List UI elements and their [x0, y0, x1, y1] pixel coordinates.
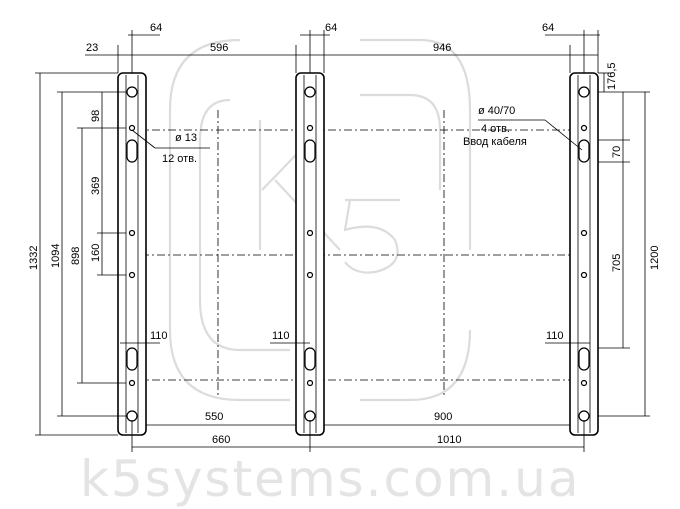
callout-small-hole [131, 129, 210, 149]
dim-bottom-1010: 1010 [437, 434, 461, 446]
beam-left [117, 72, 147, 436]
dim-seg-369: 369 [90, 177, 102, 195]
dim-110-left: 110 [150, 330, 168, 342]
note-hole-small: ø 13 [175, 132, 197, 144]
dim-top-width-1: 64 [150, 22, 162, 34]
dim-height-1094: 1094 [50, 244, 62, 268]
centerlines [120, 110, 600, 395]
dim-height-total: 1332 [28, 246, 40, 270]
dim-110-middle: 110 [272, 330, 290, 342]
dim-110-right: 110 [546, 330, 564, 342]
left-dimensions [35, 72, 126, 436]
dim-top-width-3: 64 [542, 22, 554, 34]
dim-top-offset: 23 [86, 42, 98, 54]
watermark-url: k5systems.com.ua [80, 450, 580, 508]
dim-top-span-2: 946 [433, 42, 451, 54]
callout-large-hole [478, 119, 583, 151]
dim-seg-1200: 1200 [649, 246, 661, 270]
note-hole-large-purpose: Ввод кабеля [463, 136, 527, 148]
dim-bottom-900: 900 [434, 411, 452, 423]
right-dimensions [598, 72, 650, 417]
dim-seg-70: 70 [611, 146, 623, 158]
dim-top-width-2: 64 [325, 22, 337, 34]
dim-bottom-550: 550 [205, 411, 223, 423]
beam-right [569, 72, 599, 436]
note-hole-large: ø 40/70 [478, 105, 515, 117]
note-hole-large-count: 4 отв. [481, 123, 510, 135]
beam-middle [295, 72, 325, 436]
dim-seg-705: 705 [611, 254, 623, 272]
dim-seg-160: 160 [90, 244, 102, 262]
bottom-dimensions [131, 420, 585, 452]
watermark-logo: k5systems.com.ua [80, 38, 580, 508]
dim-bottom-660: 660 [212, 434, 230, 446]
dim-seg-176: 176,5 [606, 62, 618, 90]
dim-top-span-1: 596 [210, 42, 228, 54]
note-hole-small-count: 12 отв. [162, 153, 197, 165]
dim-height-898: 898 [70, 247, 82, 265]
dim-seg-98: 98 [90, 110, 102, 122]
top-dimensions [85, 30, 600, 73]
